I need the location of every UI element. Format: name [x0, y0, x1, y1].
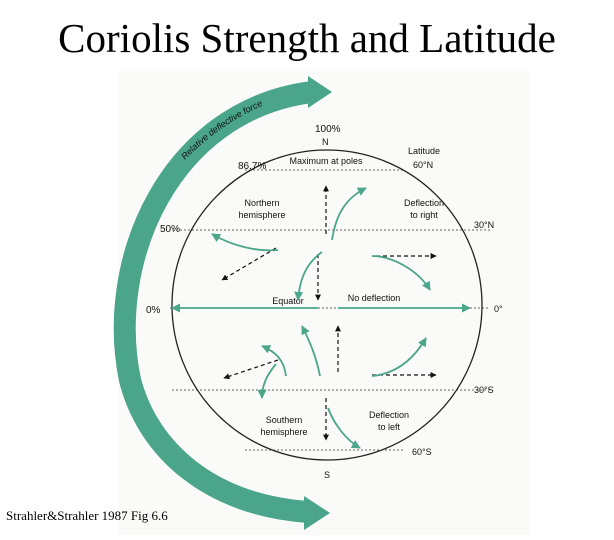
percent-86: 86.7%: [238, 161, 266, 172]
percent-50: 50%: [160, 224, 180, 235]
teal-arrow-s-right: [371, 337, 427, 377]
pole-north: N: [322, 137, 329, 147]
force-band-arrowhead-bottom: [304, 496, 330, 530]
lat-label-30s: 30°S: [474, 385, 494, 395]
teal-arrow-s-left: [257, 363, 277, 399]
teal-arrow-n-down: [294, 251, 323, 301]
band-label: Relative deflective force: [179, 98, 263, 161]
label-deflect-right-2: to right: [410, 210, 438, 220]
force-band-arc: [113, 81, 314, 523]
teal-arrow-s-up-left: [261, 345, 287, 377]
dash-arrow-s-left: [223, 359, 279, 380]
label-deflect-right-1: Deflection: [404, 198, 444, 208]
lat-label-60s: 60°S: [412, 447, 432, 457]
label-no-deflection: No deflection: [348, 293, 401, 303]
dash-arrow-n-left: [221, 247, 277, 281]
lat-label-60n: 60°N: [413, 160, 433, 170]
teal-arrow-n-right: [371, 255, 431, 291]
lat-label-0: 0°: [494, 304, 503, 314]
label-equator: Equator: [272, 296, 304, 306]
latitude-heading: Latitude: [408, 146, 440, 156]
label-deflect-left-2: to left: [378, 422, 401, 432]
label-northern-2: hemisphere: [238, 210, 285, 220]
teal-arrow-s-down: [327, 407, 361, 449]
teal-arrow-s-up-right: [301, 325, 321, 377]
percent-100: 100%: [315, 124, 341, 135]
label-northern-1: Northern: [244, 198, 279, 208]
teal-arrow-n-up-right: [331, 187, 367, 241]
globe-outline: [171, 149, 483, 461]
lat-label-30n: 30°N: [474, 220, 494, 230]
label-southern-1: Southern: [266, 415, 303, 425]
pole-south: S: [324, 470, 330, 480]
figure-credit: Strahler&Strahler 1987 Fig 6.6: [6, 508, 168, 523]
label-southern-2: hemisphere: [260, 427, 307, 437]
percent-0: 0%: [146, 305, 161, 316]
label-deflect-left-1: Deflection: [369, 410, 409, 420]
force-band-arrowhead-top: [308, 76, 332, 108]
label-maximum-at-poles: Maximum at poles: [289, 156, 363, 166]
teal-arrow-n-left: [211, 233, 279, 252]
slide-title: Coriolis Strength and Latitude: [58, 15, 556, 61]
